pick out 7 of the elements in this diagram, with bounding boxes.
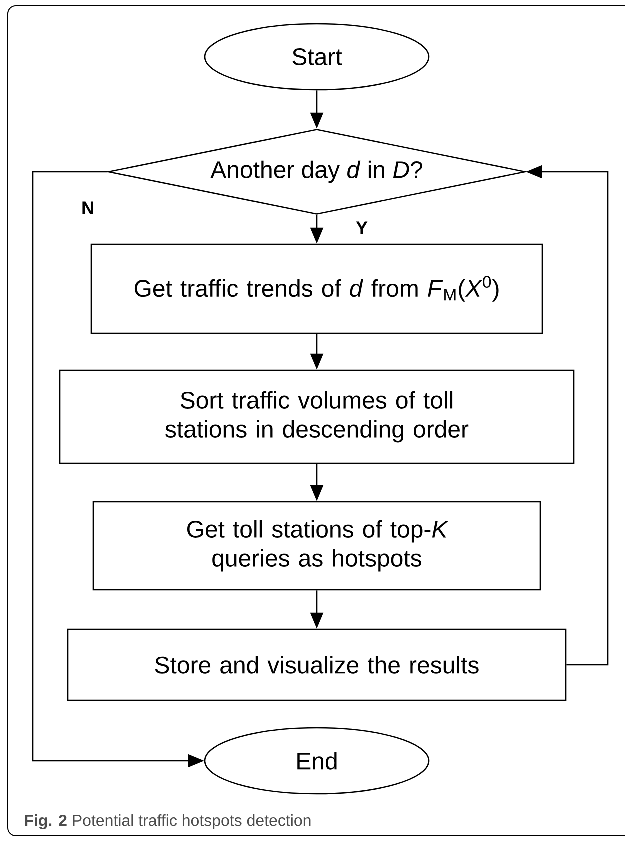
- caption: Fig. 2 Potential traffic hotspots detection: [25, 814, 311, 830]
- process-box: Get toll stations of top-K queries as hotspots: [92, 501, 542, 591]
- edge-label: Y: [355, 220, 369, 236]
- edge-label: N: [80, 200, 96, 216]
- process-box: Get traffic trends of d from F$_{M}$(X$^{0}$): [90, 244, 544, 334]
- process-box: Store and visualize the results: [67, 628, 567, 702]
- process-box: Sort traffic volumes of toll stations in descending order: [59, 370, 575, 464]
